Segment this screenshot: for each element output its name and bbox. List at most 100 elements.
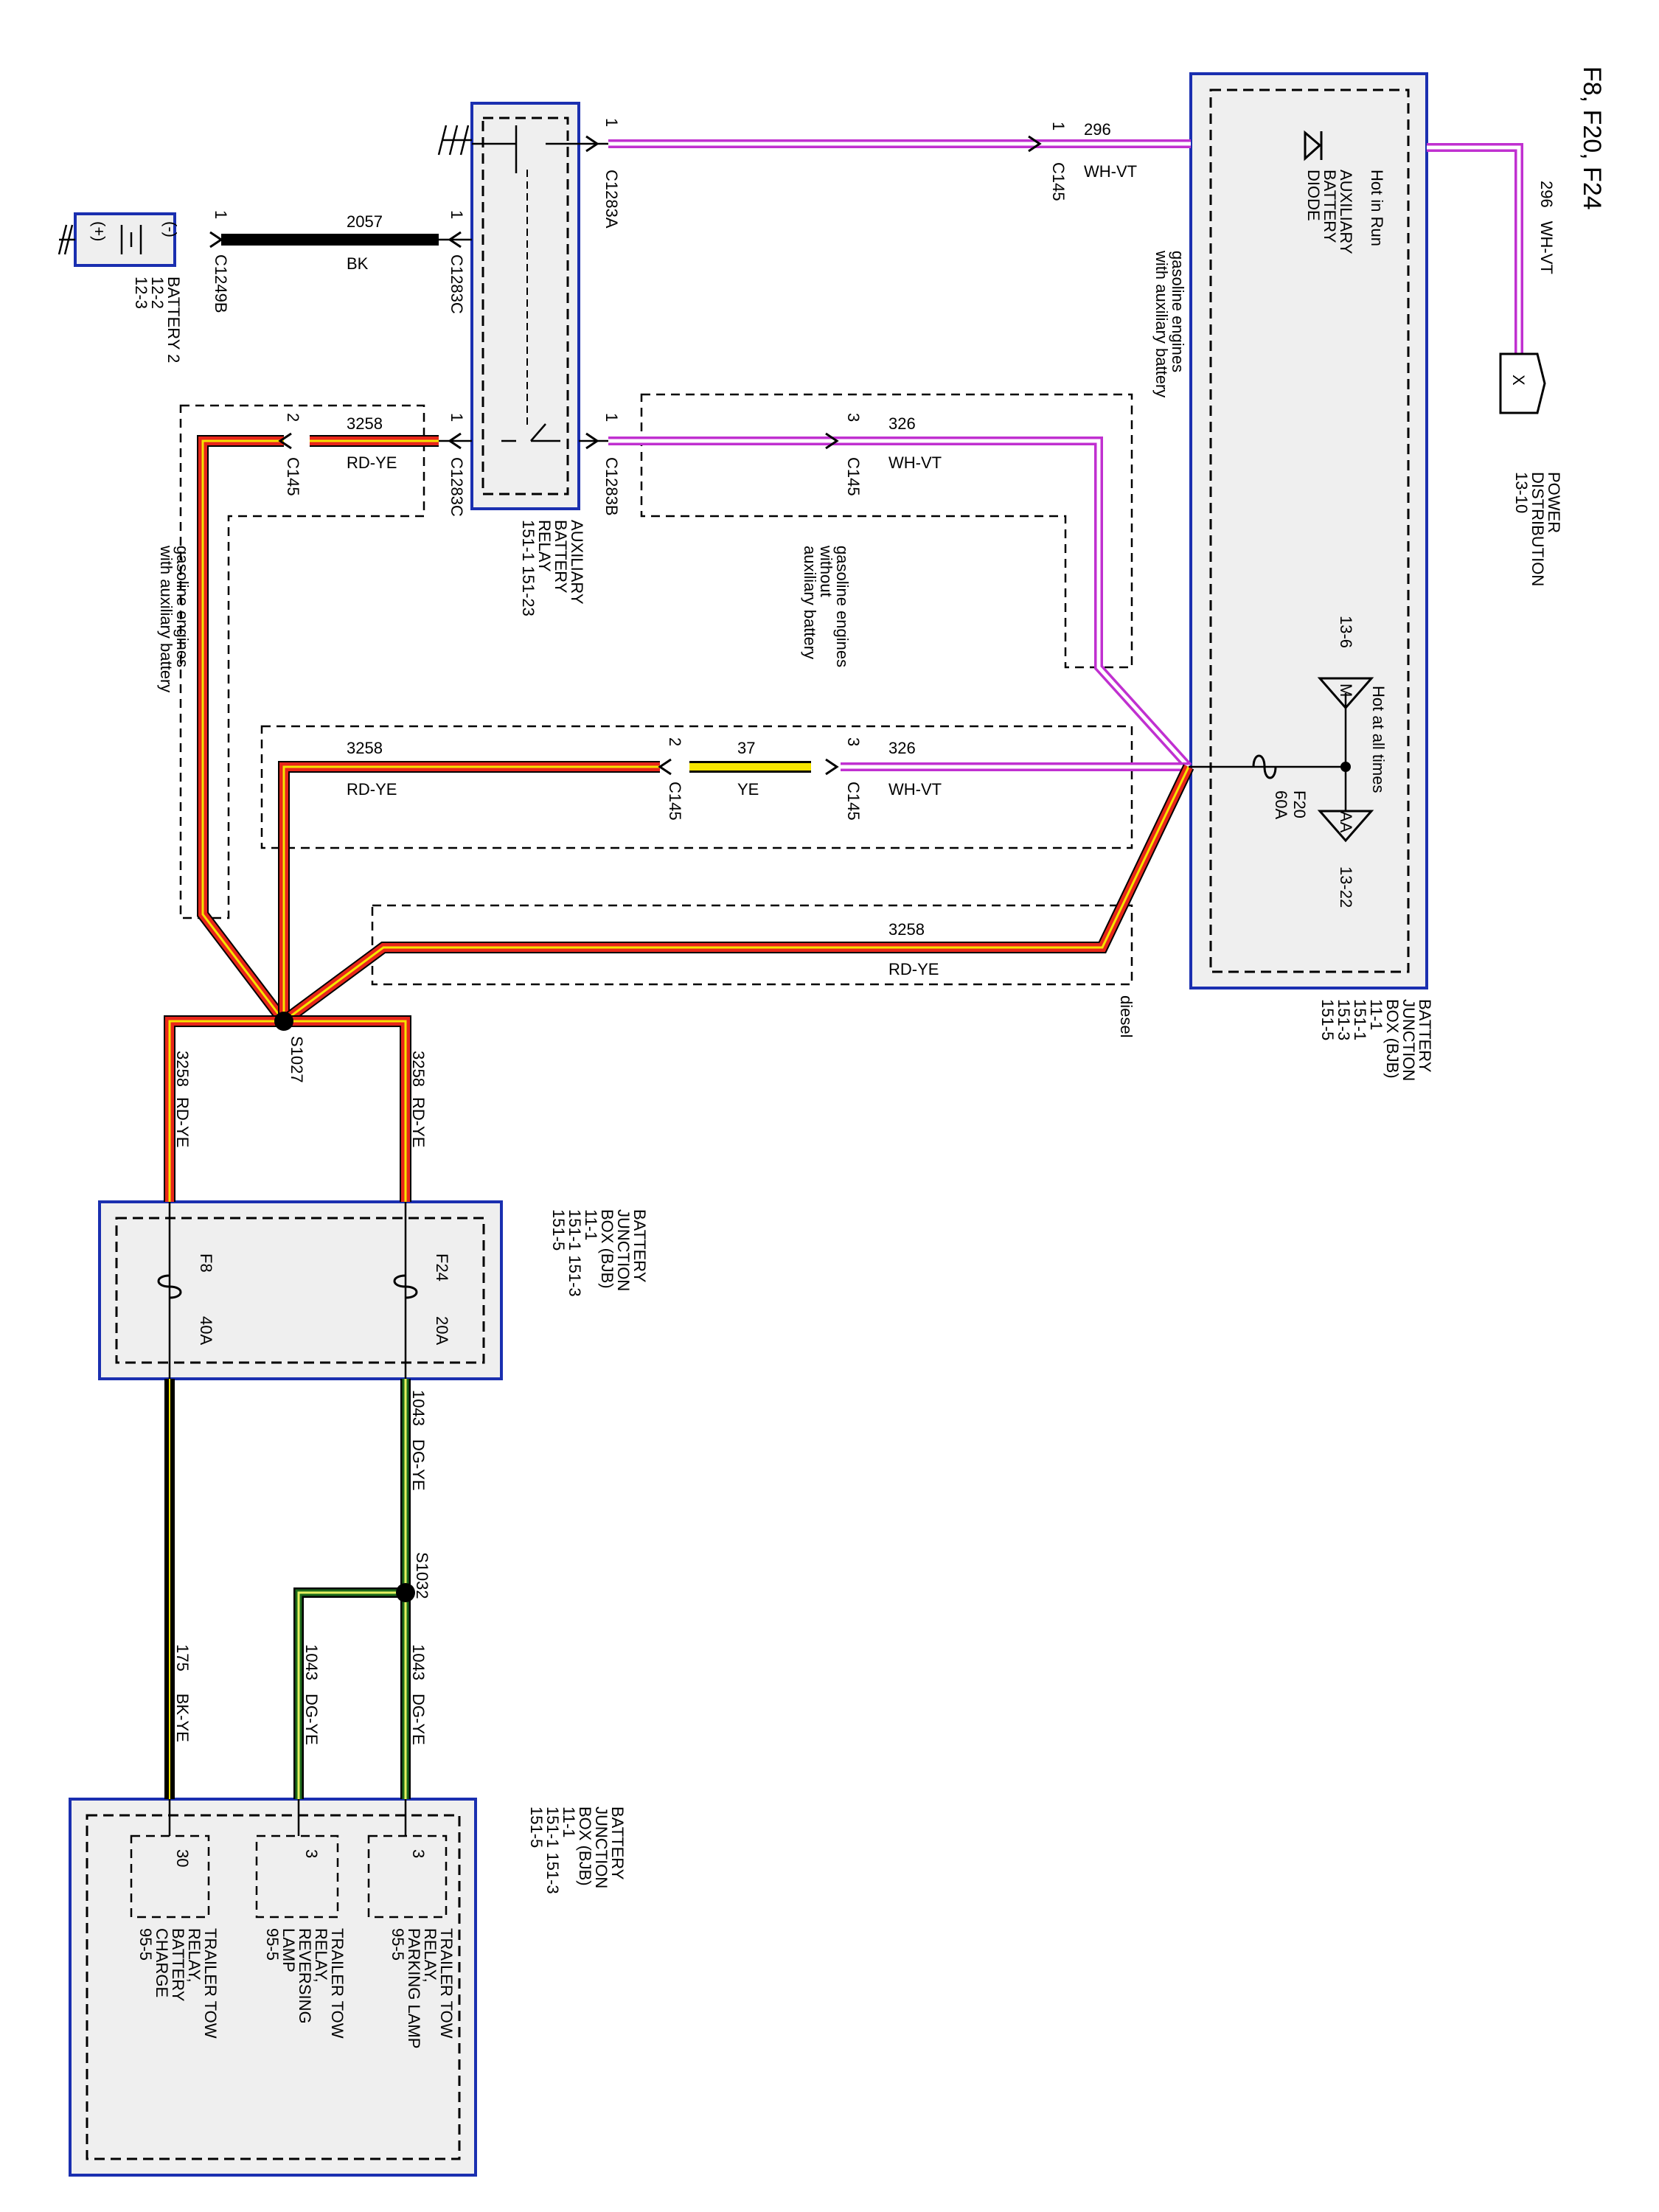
c145-3258-label: C145 (284, 457, 302, 496)
wires-3258 (164, 435, 1194, 1202)
bjb-bot-box (69, 1798, 477, 2177)
svg-text:BATTERY: BATTERY (552, 520, 570, 594)
power-dist-symbol: X (1509, 375, 1528, 386)
fuse-f8-label: F8 (197, 1253, 215, 1273)
fuse-f24-label: F24 (433, 1253, 451, 1281)
splice-s1027 (274, 1012, 293, 1031)
w175-label: 175BK-YE (173, 1644, 192, 1742)
svg-text:BOX (BJB): BOX (BJB) (1383, 999, 1402, 1079)
battery2-plus: (+) (90, 221, 108, 242)
bjb-bot-leads (168, 1799, 407, 1836)
splice-s1027-label: S1027 (288, 1036, 306, 1083)
hot-in-run-label: Hot in Run (1368, 170, 1386, 246)
svg-text:11-1: 11-1 (560, 1806, 578, 1837)
svg-text:151-1 151-3: 151-1 151-3 (543, 1806, 562, 1894)
relay-charge-pin-box (130, 1834, 210, 1919)
svg-text:BOX (BJB): BOX (BJB) (598, 1209, 616, 1289)
ref-m-label: M (1337, 684, 1355, 697)
svg-text:auxiliary battery: auxiliary battery (801, 546, 819, 659)
w3258-c-color: RD-YE (888, 960, 939, 978)
svg-text:RELAY,: RELAY, (185, 1928, 204, 1983)
aux-relay-inner (481, 116, 569, 495)
ref-aa-label: AA (1337, 811, 1355, 833)
svg-text:AUXILIARY: AUXILIARY (568, 520, 586, 605)
note-diesel: diesel (1117, 995, 1135, 1037)
battery2-box (74, 212, 176, 267)
relay-charge-label: TRAILER TOW RELAY, BATTERY CHARGE 95-5 (136, 1928, 220, 2039)
svg-text:95-5: 95-5 (136, 1928, 155, 1961)
svg-text:LAMP: LAMP (279, 1928, 298, 1972)
svg-text:REVERSING: REVERSING (296, 1928, 314, 2024)
wire-296-b-vt (1427, 143, 1523, 354)
svg-text:151-1 151-3: 151-1 151-3 (566, 1209, 584, 1297)
svg-text:JUNCTION: JUNCTION (614, 1209, 633, 1291)
svg-text:CHARGE: CHARGE (153, 1928, 171, 1997)
svg-text:AUXILIARY: AUXILIARY (1337, 170, 1355, 254)
page-title: F8, F20, F24 (1578, 66, 1606, 210)
c1283c-top-pin: 1 (448, 210, 466, 219)
c1249b-pin: 1 (212, 210, 230, 219)
relay-internal-leads (439, 142, 608, 442)
svg-text:95-5: 95-5 (389, 1928, 407, 1961)
c1283b-pin: 1 (602, 413, 621, 422)
splice-s1032 (396, 1583, 415, 1602)
w296-a-color: WH-VT (1084, 162, 1137, 181)
w326-a-color: WH-VT (888, 453, 942, 472)
c1283a-label: C1283A (602, 170, 621, 229)
option-diesel-outline (371, 904, 1133, 986)
bjb-mid-inner (115, 1217, 485, 1364)
svg-text:BATTERY 2: BATTERY 2 (164, 276, 183, 363)
relay-reversing-pin-box (255, 1834, 339, 1919)
ground-symbol-battery (58, 224, 75, 255)
svg-text:151-5: 151-5 (1318, 999, 1337, 1040)
svg-text:gasoline engines: gasoline engines (833, 546, 852, 667)
w296-a-circuit: 296 (1084, 120, 1111, 139)
ref-m-triangle (1317, 677, 1374, 710)
w1043-c-label: 1043DG-YE (409, 1644, 428, 1745)
svg-text:BATTERY: BATTERY (630, 1209, 649, 1283)
svg-text:12-2: 12-2 (148, 276, 167, 309)
c145-296-label: C145 (1049, 162, 1068, 201)
fuse-f20-rating: 60A (1272, 790, 1290, 819)
svg-text:BATTERY: BATTERY (1321, 170, 1339, 243)
c145-mid-l-label: C145 (666, 782, 684, 821)
w2057-color: BK (347, 254, 369, 273)
fuse-f8-symbol (157, 1274, 182, 1299)
svg-text:JUNCTION: JUNCTION (592, 1806, 611, 1888)
svg-text:JUNCTION: JUNCTION (1399, 999, 1418, 1081)
w37-color: YE (737, 780, 759, 799)
svg-text:151-5: 151-5 (549, 1209, 568, 1251)
w3258-e-label: 3258RD-YE (409, 1051, 428, 1147)
fuse-f24-symbol (393, 1274, 418, 1299)
fuse-f20-symbol (1252, 754, 1277, 779)
svg-text:151-5: 151-5 (527, 1806, 546, 1848)
svg-text:DIODE: DIODE (1304, 170, 1323, 221)
c145-296-pin: 1 (1049, 122, 1068, 131)
note-gas-aux-b: gasoline engines with auxiliary battery (157, 545, 192, 692)
c145-mid-l-pin: 2 (666, 737, 684, 746)
svg-text:PARKING LAMP: PARKING LAMP (405, 1928, 423, 2048)
aux-diode-label: AUXILIARY BATTERY DIODE (1304, 170, 1355, 254)
svg-text:95-5: 95-5 (263, 1928, 282, 1961)
w3258-b-color: RD-YE (347, 780, 397, 799)
svg-text:151-1: 151-1 (1351, 999, 1369, 1040)
bjb-top-inner (1209, 88, 1410, 973)
relay-parking-pin-box (367, 1834, 448, 1919)
svg-text:POWER: POWER (1545, 472, 1563, 533)
c1283a-pin: 1 (602, 118, 621, 127)
w3258-a-color: RD-YE (347, 453, 397, 472)
relay-diode-lead (472, 125, 579, 173)
w3258-c-circuit: 3258 (888, 920, 925, 939)
svg-text:11-1: 11-1 (1367, 999, 1385, 1030)
option-gas-aux-outline-a (640, 393, 1133, 669)
c1283c-top-label: C1283C (448, 254, 466, 314)
svg-text:151-3: 151-3 (1335, 999, 1353, 1040)
svg-text:TRAILER TOW: TRAILER TOW (201, 1928, 220, 2039)
hot-at-all-times-label: Hot at all times (1369, 686, 1388, 793)
svg-text:TRAILER TOW: TRAILER TOW (328, 1928, 347, 2039)
svg-text:151-1 151-23: 151-1 151-23 (519, 520, 538, 616)
bjb-mid-leads (168, 1202, 407, 1379)
battery2-minus: (-) (161, 221, 180, 237)
wire-326-a-vt (608, 437, 1192, 771)
fuse-f24-rating: 20A (433, 1316, 451, 1345)
